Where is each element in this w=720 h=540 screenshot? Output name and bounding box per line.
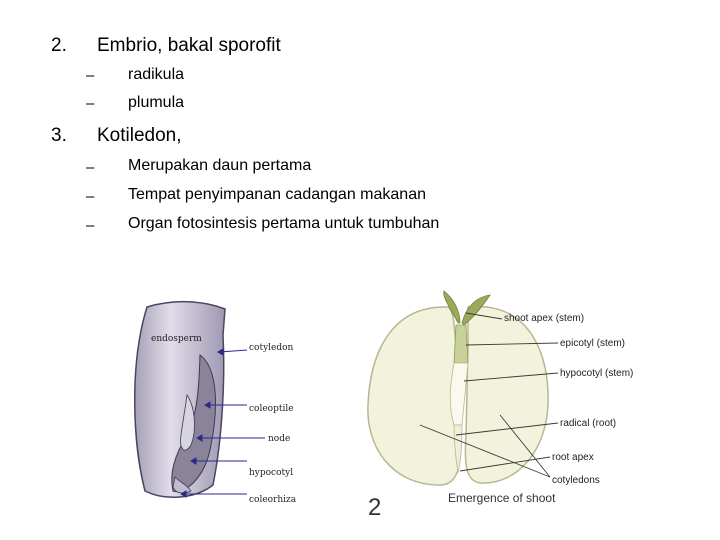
label-epicotyl: epicotyl (stem) bbox=[560, 338, 625, 349]
item-fotosintesis: Organ fotosintesis pertama untuk tumbuha… bbox=[128, 215, 440, 232]
list-number-2: 2. bbox=[51, 35, 67, 56]
label-hypocotyl: hypocotyl bbox=[249, 468, 293, 478]
dash-bullet: – bbox=[86, 67, 95, 84]
list-number-3: 3. bbox=[51, 125, 67, 146]
label-cotyledons: cotyledons bbox=[552, 475, 600, 486]
figure-number: 2 bbox=[368, 494, 381, 520]
label-cotyledon: cotyledon bbox=[249, 343, 294, 353]
label-coleoptile: coleoptile bbox=[249, 404, 294, 414]
bean-seedling-diagram: shoot apex (stem) epicotyl (stem) hypoco… bbox=[367, 290, 633, 520]
shoot-leaves bbox=[443, 290, 491, 326]
item-radikula: radikula bbox=[128, 66, 185, 83]
dash-bullet: – bbox=[86, 217, 95, 234]
label-coleorhiza: coleorhiza bbox=[249, 495, 297, 505]
item-daun-pertama: Merupakan daun pertama bbox=[128, 157, 312, 174]
dash-bullet: – bbox=[86, 159, 95, 176]
dash-bullet: – bbox=[86, 188, 95, 205]
cotyledon-left bbox=[367, 306, 462, 486]
monocot-seed-diagram: endosperm cotyledon coleoptile node hypo… bbox=[134, 300, 297, 505]
coleoptile-shape bbox=[180, 393, 195, 451]
label-root-apex: root apex bbox=[552, 452, 594, 463]
heading-embrio: Embrio, bakal sporofit bbox=[97, 35, 281, 56]
item-plumula: plumula bbox=[128, 94, 185, 111]
label-node: node bbox=[268, 434, 290, 444]
hypocotyl-stem bbox=[449, 362, 469, 426]
label-radical: radical (root) bbox=[560, 418, 616, 429]
heading-kotiledon: Kotiledon, bbox=[97, 125, 182, 146]
label-hypocotyl: hypocotyl (stem) bbox=[560, 368, 633, 379]
cotyledon-right bbox=[464, 305, 549, 484]
epicotyl-stem bbox=[453, 324, 469, 364]
coleorhiza-shape bbox=[172, 476, 192, 494]
item-cadangan-makanan: Tempat penyimpanan cadangan makanan bbox=[128, 186, 426, 203]
label-shoot-apex: shoot apex (stem) bbox=[504, 313, 584, 324]
radicle bbox=[453, 424, 463, 474]
dash-bullet: – bbox=[86, 95, 95, 112]
label-endosperm: endosperm bbox=[151, 334, 202, 344]
figure-caption: Emergence of shoot bbox=[448, 491, 556, 505]
